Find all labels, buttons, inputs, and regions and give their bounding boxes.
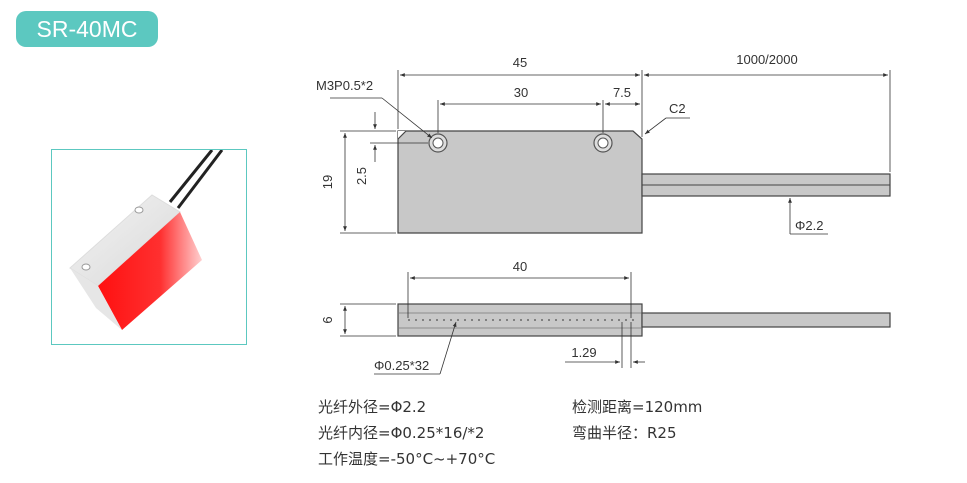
dim-hole-height: 2.5: [354, 167, 369, 185]
dim-chamfer: C2: [669, 101, 686, 116]
cable-side-view: [641, 312, 891, 328]
dim-screw-spec: M3P0.5*2: [316, 78, 373, 93]
dim-thickness: 6: [320, 316, 335, 323]
dim-cable-length: 1000/2000: [736, 52, 797, 67]
spec-detection-distance: 检测距离=120mm: [572, 398, 703, 416]
dim-height: 19: [320, 175, 335, 189]
dim-hole-spacing: 30: [514, 85, 528, 100]
mount-hole: [134, 206, 144, 214]
spec-inner-diameter: 光纤内径=Φ0.25*16/*2: [318, 424, 485, 442]
model-badge: SR-40MC: [16, 11, 158, 47]
dim-emitting-length: 40: [513, 259, 527, 274]
emitter-face: [98, 212, 202, 330]
sensor-body-side: [70, 268, 122, 330]
dim-cable-diameter: Φ2.2: [795, 218, 823, 233]
dim-total-length: 45: [513, 55, 527, 70]
dim-end-offset: 1.29: [571, 345, 596, 360]
dim-hole-edge-offset: 7.5: [613, 85, 631, 100]
dim-fiber-spec: Φ0.25*32: [374, 358, 429, 373]
spec-outer-diameter: 光纤外径=Φ2.2: [318, 398, 427, 416]
spec-temperature: 工作温度=-50°C~+70°C: [318, 450, 496, 468]
fiber-cable: [168, 150, 214, 203]
fiber-cable: [176, 150, 224, 209]
product-photo: [51, 149, 247, 345]
sensor-illustration: [69, 150, 224, 330]
mount-hole: [81, 263, 91, 271]
spec-bend-radius: 弯曲半径：R25: [572, 424, 677, 442]
